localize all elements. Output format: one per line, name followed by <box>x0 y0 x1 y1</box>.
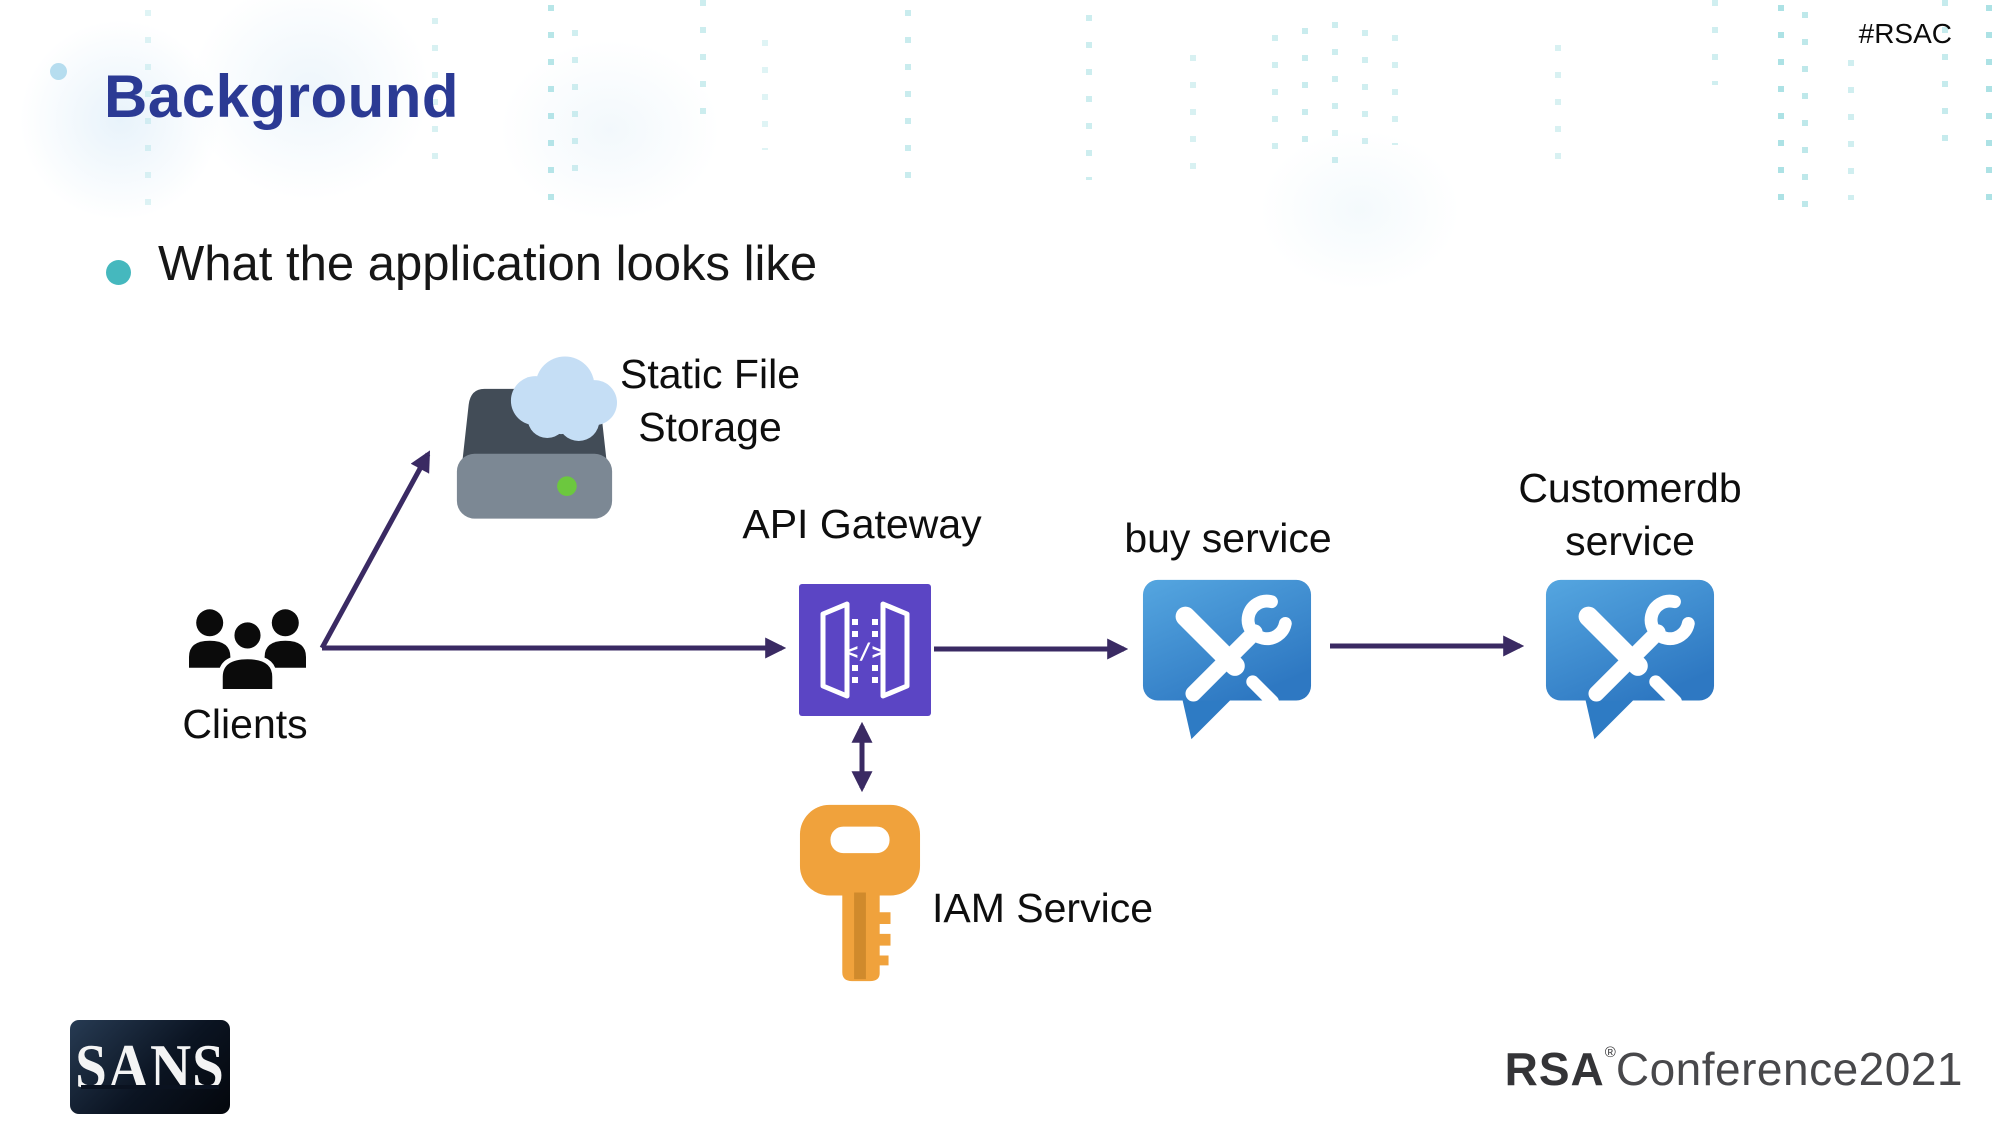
dot-column <box>1392 35 1398 145</box>
background-smudge <box>500 40 720 220</box>
dot-column <box>1272 35 1278 155</box>
customerdb-label-line2: service <box>1565 518 1695 565</box>
background-smudge <box>1260 130 1460 290</box>
sans-logo-strike-line <box>81 1084 219 1089</box>
registered-mark: ® <box>1604 1044 1616 1061</box>
dot-column <box>1086 15 1092 180</box>
bullet-point-icon <box>106 260 131 285</box>
dot-column <box>700 0 706 125</box>
cloud-storage-drive-icon <box>456 356 618 519</box>
tools-speech-bubble-icon <box>1142 579 1312 740</box>
iam-service-label: IAM Service <box>932 885 1153 931</box>
slide-title: Background <box>104 63 460 130</box>
static-storage-label: Static File Storage <box>588 348 832 455</box>
dot-column <box>1190 55 1196 180</box>
arrow-clients-to-storage <box>319 450 431 650</box>
sans-logo-text: SANS <box>75 1031 225 1103</box>
api-gateway-icon: </> <box>799 584 931 716</box>
dot-column <box>1848 60 1854 200</box>
dot-column <box>572 30 578 190</box>
api-gateway-label: API Gateway <box>742 501 982 547</box>
people-group-icon <box>189 609 306 694</box>
rsac-hashtag: #RSAC <box>1858 18 1952 49</box>
dot-column <box>1778 5 1784 215</box>
api-gateway-code-glyph: </> <box>845 640 885 665</box>
dot-column <box>1302 28 1308 163</box>
rsa-conference-logo: RSA®Conference2021 <box>1505 1042 1963 1096</box>
dot-column <box>1362 30 1368 150</box>
rsa-brand-text: RSA <box>1504 1043 1605 1095</box>
clients-label: Clients <box>182 701 308 747</box>
dot-column <box>1712 0 1718 85</box>
bullet-text: What the application looks like <box>158 237 818 291</box>
dot-column <box>905 10 911 180</box>
dot-column <box>1986 5 1992 220</box>
dot-column <box>1332 22 1338 167</box>
static-storage-label-line2: Storage <box>638 404 782 451</box>
buy-service-label: buy service <box>1124 515 1332 561</box>
dot-column <box>1802 12 1808 212</box>
customerdb-service-label: Customerdb service <box>1488 462 1772 569</box>
conference-name-text: Conference2021 <box>1615 1043 1963 1095</box>
dot-column <box>1555 45 1561 170</box>
tools-speech-bubble-icon <box>1545 579 1715 740</box>
dot-column <box>762 40 768 150</box>
dot-column <box>548 5 554 200</box>
customerdb-label-line1: Customerdb <box>1518 465 1742 511</box>
sans-logo: SANS <box>70 1020 230 1114</box>
background-dot <box>50 63 67 80</box>
key-icon <box>799 804 921 982</box>
static-storage-label-line1: Static File <box>620 351 800 397</box>
